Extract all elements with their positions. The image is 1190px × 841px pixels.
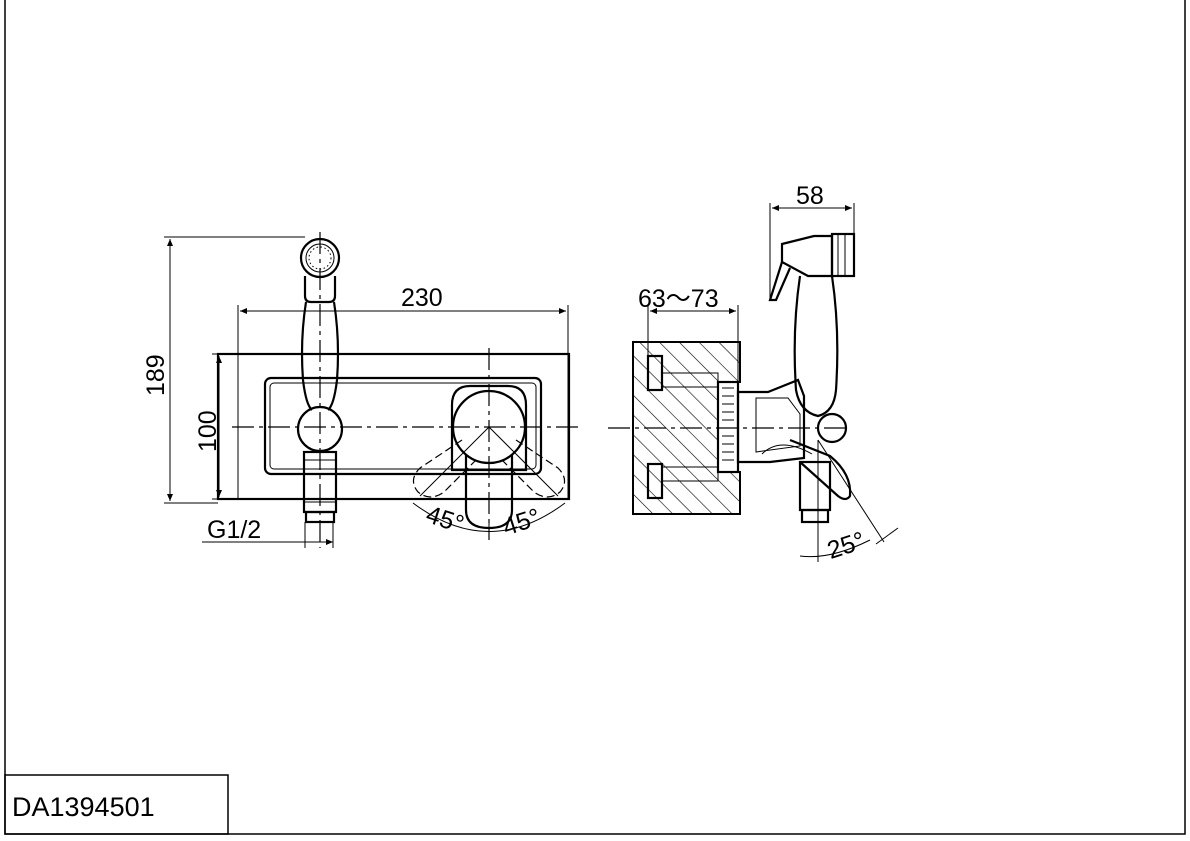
lever-ghost-left: [412, 439, 477, 498]
valve-cap: [755, 397, 801, 453]
dim-wall-depth: 63～73: [638, 285, 719, 313]
title-block-box: [4, 774, 229, 835]
mixer-knob: [451, 389, 527, 465]
dim-plate-width: 230: [401, 284, 443, 312]
side-knob: [816, 412, 848, 444]
rotation-left-label: 45°: [423, 501, 468, 539]
hose-nut: [304, 510, 336, 524]
side-spray-handle: [793, 275, 839, 418]
side-view: 25° 63～73 58: [608, 182, 899, 565]
thread-lines: [722, 387, 734, 461]
spray-head-dots: [308, 246, 332, 270]
dim-plate-height: 100: [194, 410, 222, 452]
holder-ring: [830, 232, 856, 278]
lever-ghost-right: [501, 439, 566, 498]
spray-neck: [303, 276, 337, 304]
holder-hook: [768, 261, 792, 302]
cavity-channel: [661, 466, 719, 482]
dim-thread: G1/2: [207, 516, 261, 544]
sheet-border: [4, 0, 1186, 835]
tilt-line: [817, 439, 885, 543]
tilt-arc: [799, 539, 871, 558]
side-hose-nut: [800, 508, 830, 524]
spray-head-outer: [299, 237, 341, 279]
spray-head-ring: [305, 243, 335, 273]
dim-projection: 58: [796, 182, 824, 210]
cavity-channel: [661, 372, 719, 388]
tilt-tick: [875, 527, 899, 545]
front-view: 45° 45° 189 100 230 G1/2: [142, 232, 580, 548]
side-lever: [789, 438, 852, 501]
recessed-panel-inner: [269, 382, 537, 470]
drawing-code: DA1394501: [12, 792, 155, 822]
dim-overall-height: 189: [142, 354, 170, 396]
mixer-handle-cap: [450, 384, 528, 472]
side-lever-ghost: [761, 444, 813, 455]
valve-body: [736, 378, 806, 464]
recessed-panel: [263, 376, 543, 476]
dim-tilt-angle: 25°: [824, 527, 869, 565]
spray-handle: [300, 301, 340, 411]
rotation-right-label: 45°: [499, 503, 544, 541]
rotation-line-left: [419, 426, 490, 497]
rotation-line-right: [488, 426, 559, 497]
